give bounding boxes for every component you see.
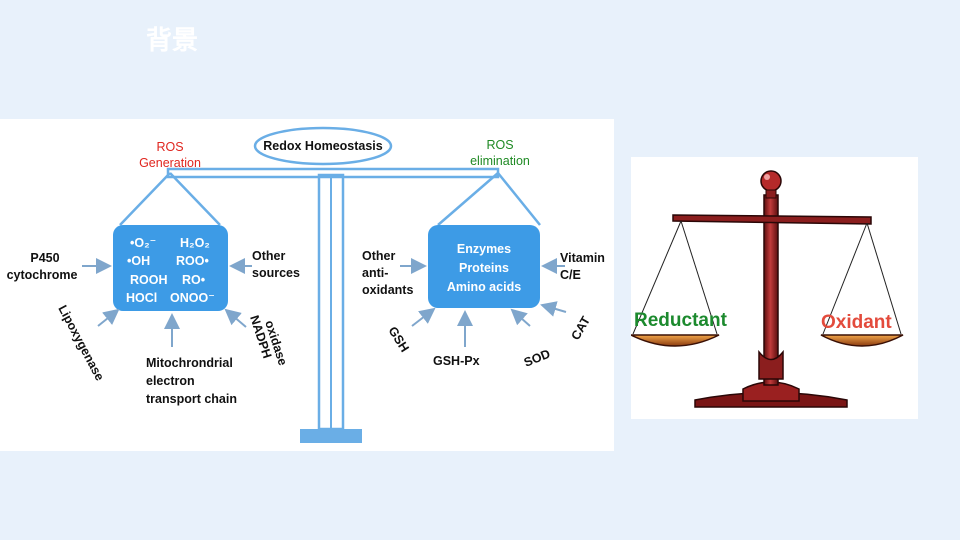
lipoxygenase-label: Lipoxygenase <box>55 303 107 383</box>
ros-row2-left: •OH <box>127 254 150 268</box>
ros-row4-left: HOCl <box>126 291 157 305</box>
antioxidant-line3: Amino acids <box>447 280 521 294</box>
mito-label-2: electron <box>146 374 195 388</box>
scale-clipart-panel: Reductant Oxidant <box>630 157 918 419</box>
eliminator-arrows <box>400 258 567 347</box>
ros-elimination-label-1: ROS <box>486 138 513 152</box>
oxidant-label: Oxidant <box>821 312 892 333</box>
vitamin-label-1: Vitamin <box>560 251 605 265</box>
balance-beam <box>166 167 500 179</box>
right-pan <box>820 334 904 347</box>
ros-row3-right: RO• <box>182 273 205 287</box>
p450-label-2: cytochrome <box>7 268 78 282</box>
reductant-label: Reductant <box>634 310 728 331</box>
balance-pillar <box>300 173 362 443</box>
left-hanger <box>119 172 541 226</box>
antioxidant-box <box>428 225 540 308</box>
sod-label: SOD <box>522 347 552 370</box>
ros-generation-label-2: Generation <box>139 156 201 170</box>
redox-homeostasis-ellipse <box>253 126 393 166</box>
ros-generation-label-1: ROS <box>156 140 183 154</box>
other-antioxidants-label-1: Other <box>362 249 395 263</box>
slide-title: 背景 <box>146 25 199 55</box>
other-sources-label-2: sources <box>252 266 300 280</box>
source-arrows <box>82 258 252 347</box>
ros-row3-left: ROOH <box>130 273 168 287</box>
p450-label-1: P450 <box>30 251 59 265</box>
other-sources-label-1: Other <box>252 249 285 263</box>
left-pan <box>630 334 720 347</box>
ros-row1-right: H₂O₂ <box>180 236 210 250</box>
other-antioxidants-label-2: anti- <box>362 266 388 280</box>
cat-label: CAT <box>568 314 593 343</box>
redox-balance-diagram: Redox Homeostasis ROS Generation ROS eli… <box>0 119 614 451</box>
mito-label-1: Mitochrondrial <box>146 356 233 370</box>
ros-row4-right: ONOO⁻ <box>170 291 215 305</box>
gsh-label: GSH <box>385 324 411 354</box>
vitamin-label-2: C/E <box>560 268 581 282</box>
gshpx-label: GSH-Px <box>433 354 480 368</box>
antioxidant-line2: Proteins <box>459 261 509 275</box>
other-antioxidants-label-3: oxidants <box>362 283 413 297</box>
ros-row1-left: •O₂⁻ <box>130 236 156 250</box>
mito-label-3: transport chain <box>146 392 237 406</box>
ros-species-box <box>113 225 228 311</box>
antioxidant-line1: Enzymes <box>457 242 511 256</box>
redox-homeostasis-label: Redox Homeostasis <box>263 139 383 153</box>
scale-body <box>672 170 872 408</box>
scale-strings <box>632 220 902 335</box>
ros-row2-right: ROO• <box>176 254 209 268</box>
ros-elimination-label-2: elimination <box>470 154 530 168</box>
